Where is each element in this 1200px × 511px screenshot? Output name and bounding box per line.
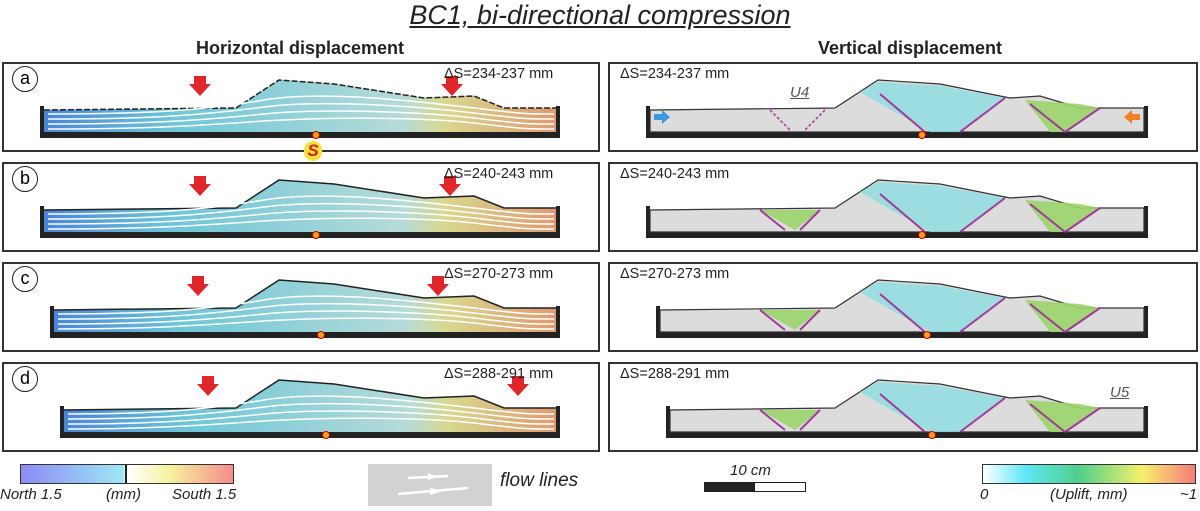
fault-line: [879, 293, 1101, 333]
fault-line: [759, 409, 821, 431]
legend-south: South 1.5: [172, 486, 237, 503]
delta-s-label: ΔS=240-243 mm: [444, 166, 554, 182]
uplift-zone: [760, 410, 820, 430]
scale-bar: [704, 482, 806, 492]
push-arrow-left-icon: [1124, 110, 1140, 124]
unit-u5-label: U5: [1110, 384, 1130, 401]
delta-s-label: ΔS=234-237 mm: [444, 66, 554, 82]
delta-s-label: ΔS=288-291 mm: [620, 366, 730, 382]
panel-letter: b: [12, 166, 38, 192]
base-plate: [646, 232, 1148, 238]
arrow-down-icon: [189, 76, 211, 96]
singularity-point: [312, 131, 320, 139]
arrow-down-icon: [197, 376, 219, 396]
wedge-body: [64, 380, 556, 432]
uplift-colorbar: [982, 464, 1196, 484]
push-arrow-right-icon: [654, 110, 670, 124]
unit-u4-label: U4: [790, 84, 810, 101]
base-plate: [646, 132, 1148, 138]
delta-s-label: ΔS=270-273 mm: [620, 266, 730, 282]
figure-title: BC1, bi-directional compression: [409, 0, 791, 30]
fault-line: [879, 193, 1101, 233]
singularity-point: [918, 131, 926, 139]
arrow-down-icon: [187, 276, 209, 296]
base-plate: [40, 232, 560, 238]
singularity-point: [322, 431, 330, 439]
uplift-unit: (Uplift, mm): [1050, 486, 1128, 503]
flow-lines-swatch: [368, 464, 492, 506]
singularity-point: [918, 231, 926, 239]
fault-line: [879, 393, 1101, 433]
uplift-zone: [760, 210, 820, 230]
horizontal-panel-c: c ΔS=270-273 mm: [2, 262, 600, 352]
uplift-zone: [860, 382, 1005, 432]
fault-line: [759, 209, 821, 231]
uplift-min: 0: [980, 486, 989, 503]
singularity-point: [312, 231, 320, 239]
scale-label: 10 cm: [730, 462, 771, 479]
base-plate: [40, 132, 560, 138]
panel-letter: d: [12, 366, 38, 392]
singularity-point: [928, 431, 936, 439]
horizontal-panel-a: a ΔS=234-237 mm: [2, 62, 600, 152]
fault-line: [879, 93, 1101, 133]
delta-s-label: ΔS=234-237 mm: [620, 66, 730, 82]
vertical-column-heading: Vertical displacement: [817, 38, 1003, 58]
horizontal-column-heading: Horizontal displacement: [195, 38, 405, 58]
horizontal-colorbar: [20, 464, 234, 484]
panel-letter: a: [12, 66, 38, 92]
legend-north: North 1.5: [0, 486, 62, 503]
base-plate: [666, 432, 1148, 438]
arrow-down-icon: [439, 176, 461, 196]
singularity-point: [317, 331, 325, 339]
vertical-panel-a: ΔS=234-237 mm U4: [608, 62, 1198, 152]
base-plate: [656, 332, 1148, 338]
uplift-max: ~1: [1180, 486, 1198, 503]
uplift-zone: [860, 82, 1005, 132]
horizontal-panel-b: b ΔS=240-243 mm: [2, 162, 600, 252]
fault-line: [759, 309, 821, 331]
arrow-down-icon: [441, 76, 463, 96]
arrow-down-icon: [189, 176, 211, 196]
vertical-panel-b: ΔS=240-243 mm: [608, 162, 1198, 252]
s-marker: S: [304, 141, 322, 161]
uplift-zone: [1025, 300, 1100, 332]
base-plate: [60, 432, 560, 438]
flow-arrow-icon: [397, 473, 469, 496]
delta-s-label: ΔS=270-273 mm: [444, 266, 554, 282]
uplift-zone: [860, 282, 1005, 332]
vertical-panel-c: ΔS=270-273 mm: [608, 262, 1198, 352]
vertical-panel-d: ΔS=288-291 mm U5: [608, 362, 1198, 452]
delta-s-label: ΔS=240-243 mm: [620, 166, 730, 182]
uplift-zone: [1025, 200, 1100, 232]
base-plate: [50, 332, 560, 338]
uplift-zone: [1025, 100, 1100, 132]
arrow-down-icon: [507, 376, 529, 396]
legend-h-unit: (mm): [106, 486, 141, 503]
delta-s-label: ΔS=288-291 mm: [444, 366, 554, 382]
arrow-down-icon: [427, 276, 449, 296]
horizontal-panel-d: d ΔS=288-291 mm: [2, 362, 600, 452]
panel-letter: c: [12, 266, 38, 292]
uplift-zone: [1025, 400, 1100, 432]
singularity-point: [923, 331, 931, 339]
uplift-zone: [760, 310, 820, 330]
uplift-zone: [860, 182, 1005, 232]
legend-flow-lines: flow lines: [500, 470, 579, 491]
